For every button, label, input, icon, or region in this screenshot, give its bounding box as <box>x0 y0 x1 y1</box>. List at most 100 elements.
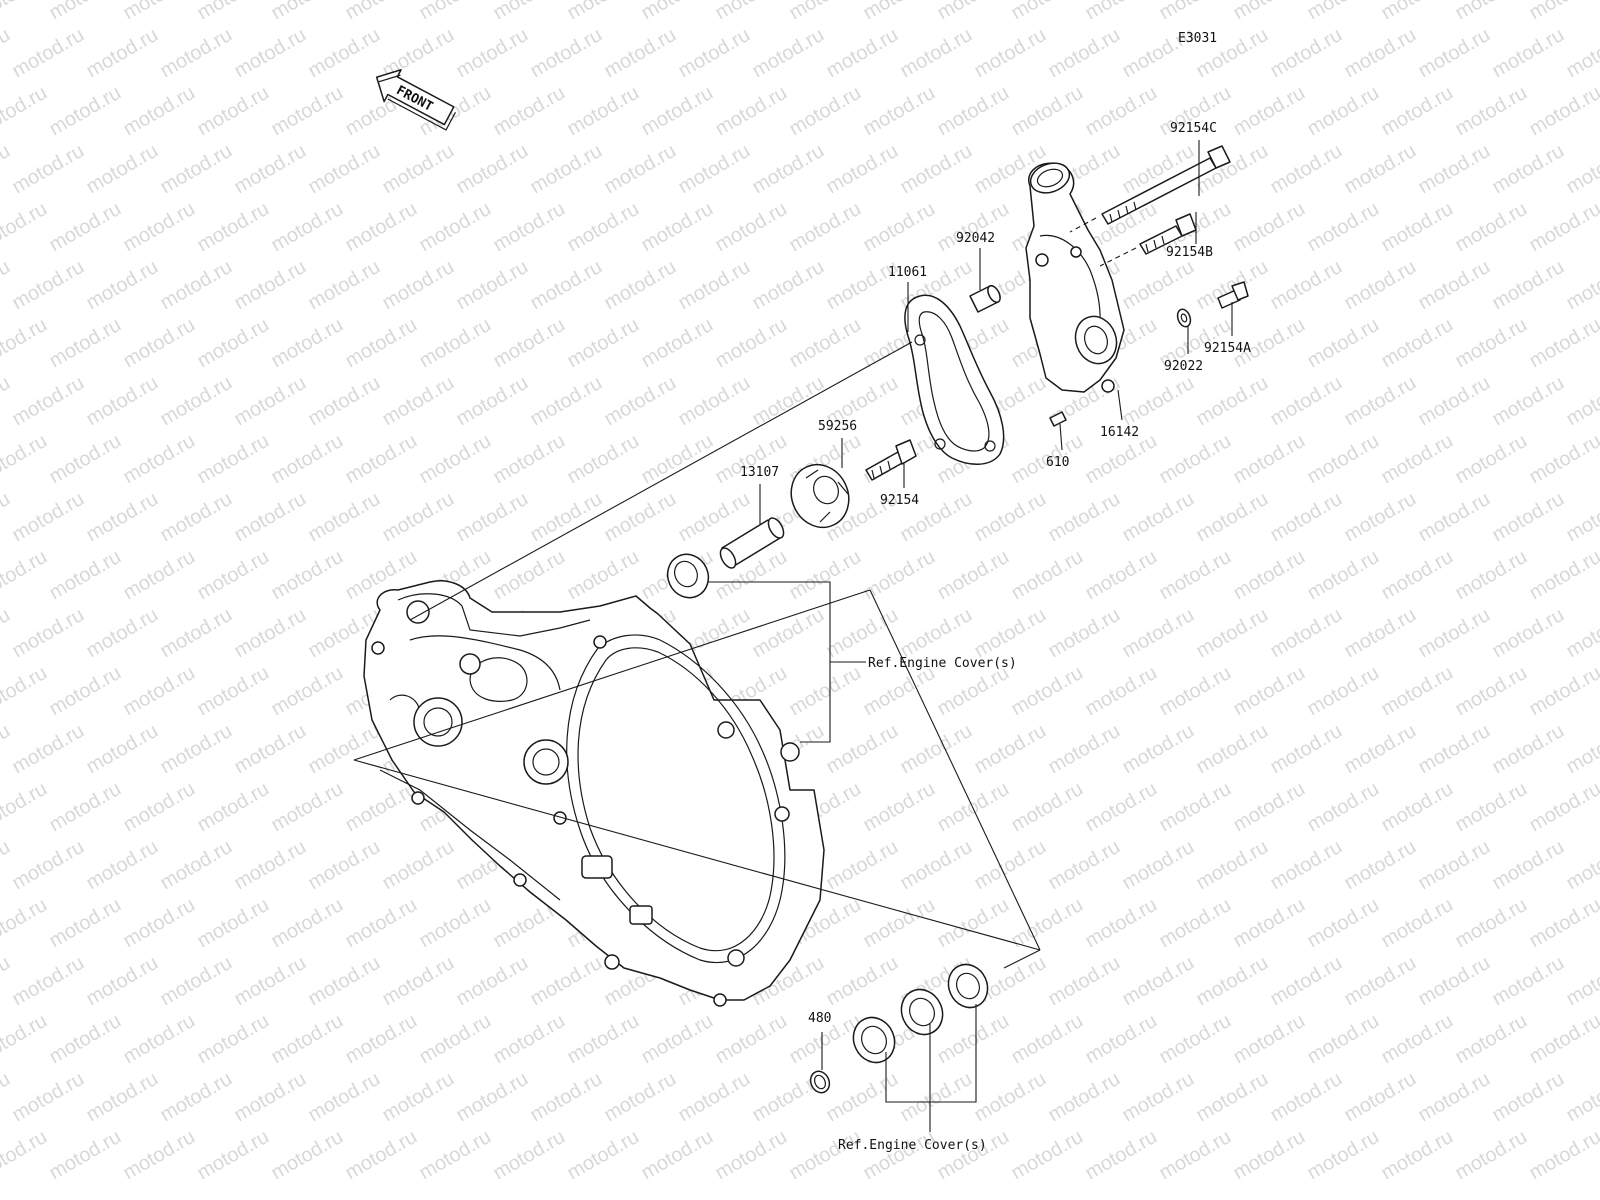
watermark-text: motod.ru <box>1341 720 1420 779</box>
watermark-text: motod.ru <box>527 488 606 547</box>
watermark-text: motod.ru <box>712 198 791 257</box>
watermark-text: motod.ru <box>490 430 569 489</box>
watermark-text: motod.ru <box>490 82 569 141</box>
watermark-text: motod.ru <box>490 1126 569 1185</box>
watermark-text: motod.ru <box>1526 894 1600 953</box>
watermark-text: motod.ru <box>1304 662 1383 721</box>
watermark-text: motod.ru <box>1304 778 1383 837</box>
watermark-text: motod.ru <box>1008 1010 1087 1069</box>
watermark-text: motod.ru <box>1452 894 1531 953</box>
watermark-text: motod.ru <box>416 1010 495 1069</box>
watermark-text: motod.ru <box>194 0 273 24</box>
label-13107: 13107 <box>740 465 779 480</box>
watermark-text: motod.ru <box>564 82 643 141</box>
watermark-text: motod.ru <box>527 1068 606 1127</box>
watermark-text: motod.ru <box>194 198 273 257</box>
watermark-text: motod.ru <box>0 720 14 779</box>
watermark-text: motod.ru <box>305 952 384 1011</box>
watermark-text: motod.ru <box>1008 82 1087 141</box>
watermark-text: motod.ru <box>1008 1126 1087 1185</box>
watermark-text: motod.ru <box>527 24 606 83</box>
watermark-text: motod.ru <box>1304 894 1383 953</box>
watermark-text: motod.ru <box>1304 198 1383 257</box>
watermark-text: motod.ru <box>1008 894 1087 953</box>
watermark-text: motod.ru <box>1304 430 1383 489</box>
watermark-text: motod.ru <box>342 1126 421 1185</box>
watermark-text: motod.ru <box>860 546 939 605</box>
watermark-text: motod.ru <box>1045 604 1124 663</box>
watermark-text: motod.ru <box>46 662 125 721</box>
watermark-text: motod.ru <box>0 778 51 837</box>
watermark-text: motod.ru <box>1119 604 1198 663</box>
watermark-text: motod.ru <box>1526 198 1600 257</box>
watermark-text: motod.ru <box>564 198 643 257</box>
watermark-text: motod.ru <box>0 1010 51 1069</box>
watermark-text: motod.ru <box>1082 0 1161 24</box>
watermark-text: motod.ru <box>1489 140 1568 199</box>
watermark-text: motod.ru <box>1526 314 1600 373</box>
watermark-text: motod.ru <box>1489 1068 1568 1127</box>
watermark-text: motod.ru <box>157 1068 236 1127</box>
watermark-text: motod.ru <box>1230 0 1309 24</box>
watermark-text: motod.ru <box>342 778 421 837</box>
watermark-text: motod.ru <box>1045 720 1124 779</box>
watermark-text: motod.ru <box>9 488 88 547</box>
watermark-text: motod.ru <box>934 894 1013 953</box>
watermark-text: motod.ru <box>1119 720 1198 779</box>
watermark-text: motod.ru <box>305 1068 384 1127</box>
watermark-text: motod.ru <box>1526 546 1600 605</box>
watermark-text: motod.ru <box>1489 372 1568 431</box>
watermark-text: motod.ru <box>416 0 495 24</box>
watermark-text: motod.ru <box>453 24 532 83</box>
watermark-text: motod.ru <box>157 604 236 663</box>
watermark-text: motod.ru <box>1119 488 1198 547</box>
watermark-text: motod.ru <box>527 372 606 431</box>
watermark-text: motod.ru <box>1008 0 1087 24</box>
watermark-text: motod.ru <box>749 140 828 199</box>
watermark-text: motod.ru <box>1045 952 1124 1011</box>
watermark-text: motod.ru <box>416 314 495 373</box>
watermark-text: motod.ru <box>1267 488 1346 547</box>
watermark-text: motod.ru <box>749 372 828 431</box>
engine-cover <box>363 580 825 1007</box>
watermark-text: motod.ru <box>1341 1068 1420 1127</box>
watermark-text: motod.ru <box>1489 836 1568 895</box>
watermark-text: motod.ru <box>638 82 717 141</box>
watermark-text: motod.ru <box>194 778 273 837</box>
watermark-text: motod.ru <box>379 256 458 315</box>
watermark-text: motod.ru <box>675 256 754 315</box>
watermark-text: motod.ru <box>83 24 162 83</box>
watermark-text: motod.ru <box>1378 1010 1457 1069</box>
watermark-text: motod.ru <box>823 952 902 1011</box>
watermark-text: motod.ru <box>786 662 865 721</box>
watermark-text: motod.ru <box>1304 314 1383 373</box>
watermark-text: motod.ru <box>0 836 14 895</box>
watermark-text: motod.ru <box>120 1126 199 1185</box>
watermark-text: motod.ru <box>120 778 199 837</box>
watermark-text: motod.ru <box>1341 372 1420 431</box>
watermark-text: motod.ru <box>971 604 1050 663</box>
watermark-text: motod.ru <box>712 1126 791 1185</box>
watermark-text: motod.ru <box>1341 836 1420 895</box>
watermark-text: motod.ru <box>120 894 199 953</box>
watermark-text: motod.ru <box>453 488 532 547</box>
watermark-text: motod.ru <box>1156 1126 1235 1185</box>
watermark-text: motod.ru <box>1156 894 1235 953</box>
watermark-text: motod.ru <box>1082 546 1161 605</box>
watermark-text: motod.ru <box>1230 662 1309 721</box>
watermark-text: motod.ru <box>1304 1126 1383 1185</box>
watermark-text: motod.ru <box>1378 82 1457 141</box>
watermark-text: motod.ru <box>194 662 273 721</box>
watermark-text: motod.ru <box>1193 952 1272 1011</box>
watermark-text: motod.ru <box>934 546 1013 605</box>
label-16142: 16142 <box>1100 425 1139 440</box>
watermark-text: motod.ru <box>897 836 976 895</box>
watermark-text: motod.ru <box>1082 778 1161 837</box>
watermark-text: motod.ru <box>1267 372 1346 431</box>
watermark-text: motod.ru <box>231 372 310 431</box>
watermark-text: motod.ru <box>564 1010 643 1069</box>
watermark-text: motod.ru <box>1526 778 1600 837</box>
watermark-text: motod.ru <box>379 952 458 1011</box>
label-92154A: 92154A <box>1204 341 1251 356</box>
watermark-text: motod.ru <box>46 1126 125 1185</box>
